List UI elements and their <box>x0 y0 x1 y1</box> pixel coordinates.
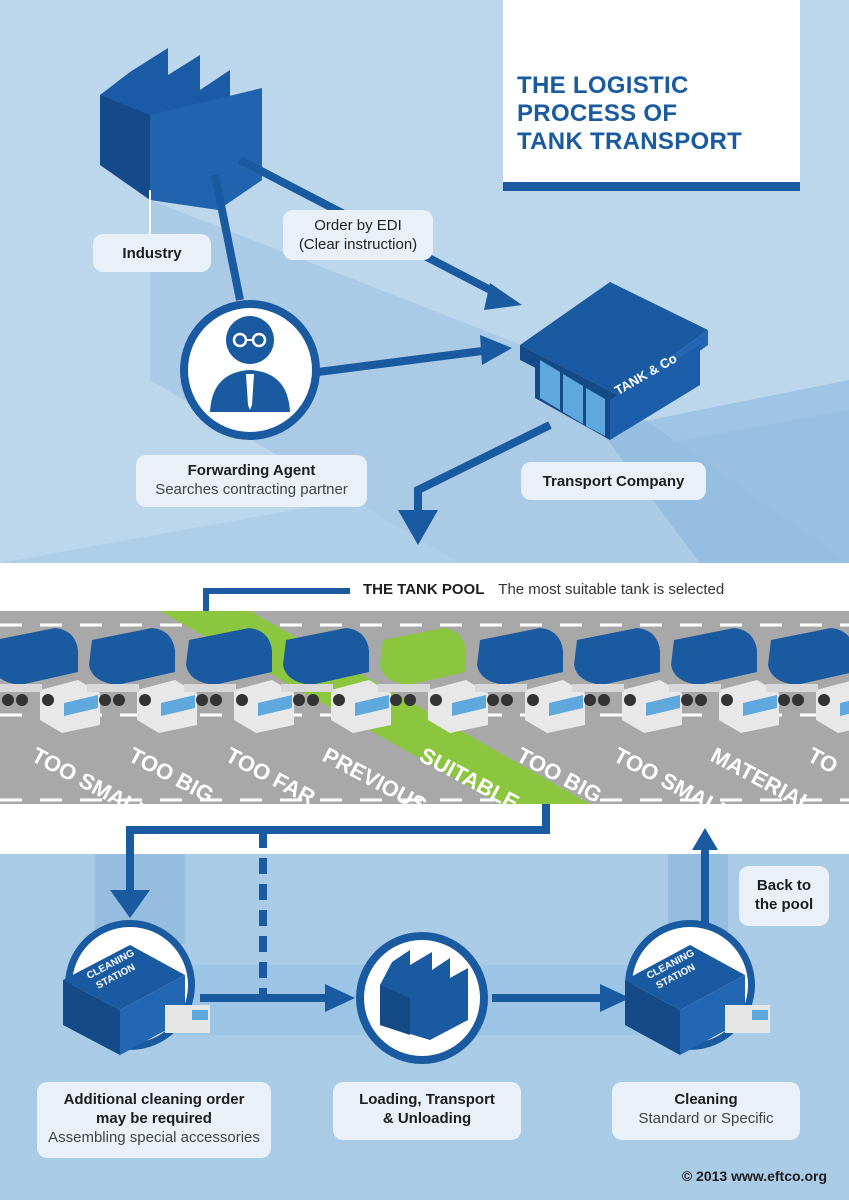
company-title: Transport Company <box>542 473 685 490</box>
loading-title-1: Loading, Transport <box>359 1091 495 1108</box>
transport-company-label: Transport Company <box>521 462 706 500</box>
order-by-edi-label: Order by EDI (Clear instruction) <box>283 210 433 260</box>
forwarding-agent-label: Forwarding Agent Searches contracting pa… <box>136 455 367 507</box>
tank-pool-title: THE TANK POOL <box>363 581 485 598</box>
title-line-1: THE LOGISTIC <box>517 72 689 99</box>
cleaning-station-left-icon: CLEANING STATION <box>63 920 210 1055</box>
additional-cleaning-label: Additional cleaning order may be require… <box>37 1082 271 1158</box>
transport-company-building-icon <box>520 282 708 440</box>
title-box: THE LOGISTIC PROCESS OF TANK TRANSPORT <box>503 0 800 191</box>
arrowhead-to-final-cleaning <box>600 984 630 1012</box>
loading-label: Loading, Transport & Unloading <box>333 1082 521 1140</box>
industry-label: Industry <box>93 234 211 272</box>
agent-avatar-icon <box>180 300 320 440</box>
page-title: THE LOGISTIC PROCESS OF TANK TRANSPORT <box>517 72 742 156</box>
tank-truck <box>378 628 488 733</box>
clean-order-subtitle: Assembling special accessories <box>48 1129 260 1146</box>
tank-truck <box>281 628 391 733</box>
back-to-pool-label: Back to the pool <box>739 866 829 926</box>
factory-icon <box>100 48 262 210</box>
pool-header-band <box>0 563 849 611</box>
arrowhead-agent-to-company <box>480 335 512 365</box>
tank-pool-subtitle: The most suitable tank is selected <box>498 581 725 598</box>
back-line-1: Back to <box>756 877 812 894</box>
agent-subtitle: Searches contracting partner <box>155 481 348 498</box>
tank-truck <box>0 628 100 733</box>
cleaning-subtitle: Standard or Specific <box>638 1110 774 1127</box>
title-line-2: PROCESS OF <box>517 100 678 127</box>
light-ray-3 <box>600 380 849 563</box>
clean-order-title-1: Additional cleaning order <box>63 1091 245 1108</box>
tank-pool-header: THE TANK POOL The most suitable tank is … <box>363 581 724 598</box>
arrowhead-to-company <box>484 283 522 310</box>
tank-truck <box>572 628 682 733</box>
title-line-3: TANK TRANSPORT <box>517 128 743 155</box>
order-line-1: Order by EDI <box>314 217 402 234</box>
arrowhead-back-to-pool <box>692 828 718 850</box>
clean-order-title-2: may be required <box>96 1110 212 1127</box>
cleaning-station-right-icon: CLEANING STATION <box>625 920 770 1055</box>
arrowhead-to-cleaning <box>110 890 150 918</box>
arrowhead-to-loading <box>325 984 355 1012</box>
loading-title-2: & Unloading <box>382 1110 472 1127</box>
cleaning-title: Cleaning <box>674 1091 738 1108</box>
cleaning-label: Cleaning Standard or Specific <box>612 1082 800 1140</box>
tank-truck <box>475 628 585 733</box>
order-line-2: (Clear instruction) <box>298 236 418 253</box>
arrowhead-down-to-pool <box>398 510 438 545</box>
pool-connector <box>203 588 350 616</box>
back-line-2: the pool <box>754 896 814 913</box>
tank-truck <box>766 628 849 733</box>
tank-truck <box>669 628 779 733</box>
tank-truck <box>184 628 294 733</box>
industry-label-text: Industry <box>122 245 182 262</box>
factory-loading-icon <box>356 932 488 1064</box>
tank-trucks <box>0 628 849 733</box>
tank-truck <box>87 628 197 733</box>
agent-title: Forwarding Agent <box>187 462 316 479</box>
copyright: © 2013 www.eftco.org <box>681 1168 827 1184</box>
